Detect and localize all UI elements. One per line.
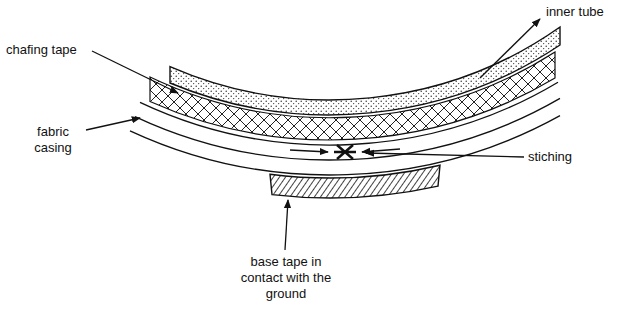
part-label: base tape in contact with the ground <box>228 254 344 302</box>
fabric-casing <box>130 82 560 175</box>
leader-lines <box>86 19 540 250</box>
part-label: inner tube <box>546 4 604 20</box>
part-label: stiching <box>528 149 572 165</box>
stitching-mark <box>334 145 356 159</box>
part-label: fabric casing <box>24 124 82 156</box>
chafing-tape <box>150 52 555 140</box>
stitch-arrows <box>290 149 400 152</box>
part-label: chafing tape <box>6 42 77 58</box>
base-tape <box>270 165 440 198</box>
